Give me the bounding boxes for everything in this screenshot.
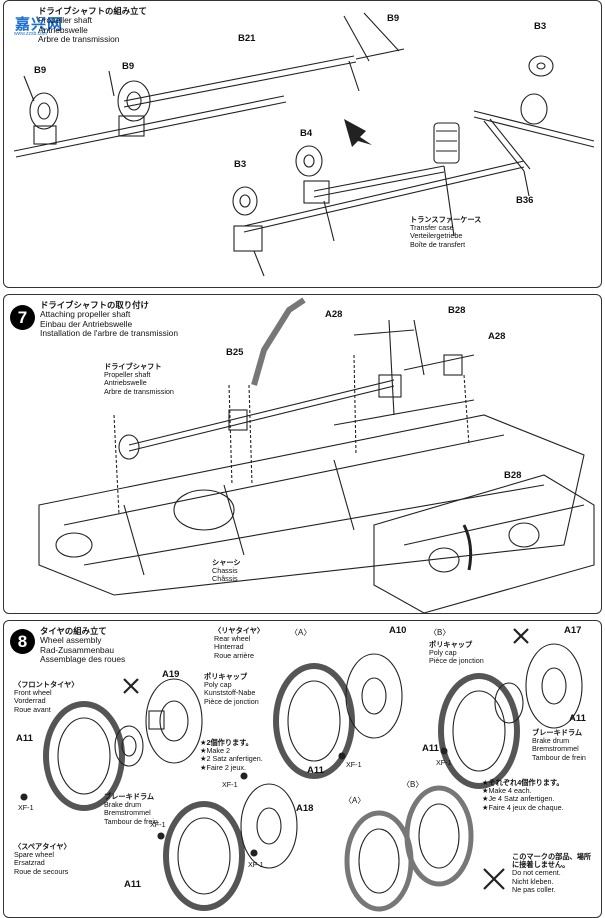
poly-cap-label-2: ポリキャップ Poly cap Pièce de jonction [429, 640, 484, 666]
propeller-shaft-label: ドライブシャフト Propeller shaft Antriebswelle A… [104, 362, 174, 396]
variant-b-label-2: 〈B〉 [402, 780, 424, 789]
part-label: B36 [516, 195, 534, 206]
part-label: B28 [504, 470, 522, 481]
step-8-diagram [20, 628, 583, 912]
make-2-note: ★2個作ります。 ★Make 2 ★2 Satz anfertigen. ★Fa… [200, 738, 263, 772]
paint-xf1-label: XF-1 [150, 820, 166, 829]
part-label: B21 [238, 33, 256, 44]
part-label: A18 [296, 803, 314, 814]
step-6-panel: 嘉兴网 www.zzsb.com ドライブシャフトの組み立て Propeller… [3, 0, 602, 288]
part-label: B25 [226, 347, 244, 358]
chassis-label: シャーシ Chassis Châssis [212, 558, 241, 584]
step-7-diagram [38, 297, 595, 613]
part-label: A11 [16, 733, 33, 744]
variant-a-label-2: 〈A〉 [344, 796, 366, 805]
part-label: A28 [325, 309, 343, 320]
part-label: A10 [389, 625, 407, 636]
paint-xf1-label: XF-1 [436, 758, 452, 767]
poly-cap-label: ポリキャップ Poly cap Kunststoff-Nabe Pièce de… [204, 672, 259, 706]
part-label: B9 [122, 61, 135, 72]
step-6-header: ドライブシャフトの組み立て Propeller shaft Antriebswe… [38, 6, 147, 45]
part-label: B4 [300, 128, 313, 139]
make-4-note: ★それぞれ4個作ります。 ★Make 4 each. ★Je 4 Satz an… [482, 778, 564, 812]
paint-xf1-label: XF-1 [248, 860, 264, 869]
step-6-diagram [13, 12, 595, 277]
variant-b-label: 〈B〉 [429, 628, 451, 637]
step-number: 8 [10, 629, 35, 654]
watermark-logo: 嘉兴网 www.zzsb.com [14, 16, 64, 37]
paint-xf1-label: XF-1 [346, 760, 362, 769]
part-label: A11 [307, 765, 324, 776]
step-7-panel: 7 ドライブシャフトの取り付け Attaching propeller shaf… [3, 294, 602, 614]
part-label: A17 [564, 625, 582, 636]
brake-drum-label-2: ブレーキドラム Brake drum Bremstrommel Tambour … [532, 728, 586, 762]
step-number: 7 [10, 305, 35, 330]
step-8-header: タイヤの組み立て Wheel assembly Rad-Zusammenbau … [40, 626, 126, 665]
do-not-cement-note: このマークの部品、場所に接着しません。 Do not cement. Nicht… [512, 852, 592, 894]
step-8-panel: 8 タイヤの組み立て Wheel assembly Rad-Zusammenba… [3, 620, 602, 918]
transfer-case-label: トランスファーケース Transfer case Verteilergetrie… [410, 215, 482, 249]
part-label: B3 [534, 21, 547, 32]
variant-a-label: 〈A〉 [290, 628, 312, 637]
part-label: A11 [569, 713, 586, 724]
part-label: B9 [34, 65, 47, 76]
part-label: A28 [488, 331, 506, 342]
part-label: A19 [162, 669, 180, 680]
part-label: A11 [422, 743, 439, 754]
part-label: B9 [387, 13, 400, 24]
front-wheel-label: 〈フロントタイヤ〉 Front wheel Vorderrad Roue ava… [14, 680, 79, 714]
brake-drum-label: ブレーキドラム Brake drum Bremstrommel Tambour … [104, 792, 158, 826]
spare-wheel-label: 〈スペアタイヤ〉 Spare wheel Ersatzrad Roue de s… [14, 842, 71, 876]
part-label: B28 [448, 305, 466, 316]
part-label: A11 [124, 879, 141, 890]
paint-xf1-label: XF-1 [222, 780, 238, 789]
part-label: B3 [234, 159, 247, 170]
paint-xf1-label: XF-1 [18, 803, 34, 812]
rear-wheel-label: 〈リヤタイヤ〉 Rear wheel Hinterrad Roue arrièr… [214, 626, 265, 660]
step-7-header: ドライブシャフトの取り付け Attaching propeller shaft … [40, 300, 178, 339]
